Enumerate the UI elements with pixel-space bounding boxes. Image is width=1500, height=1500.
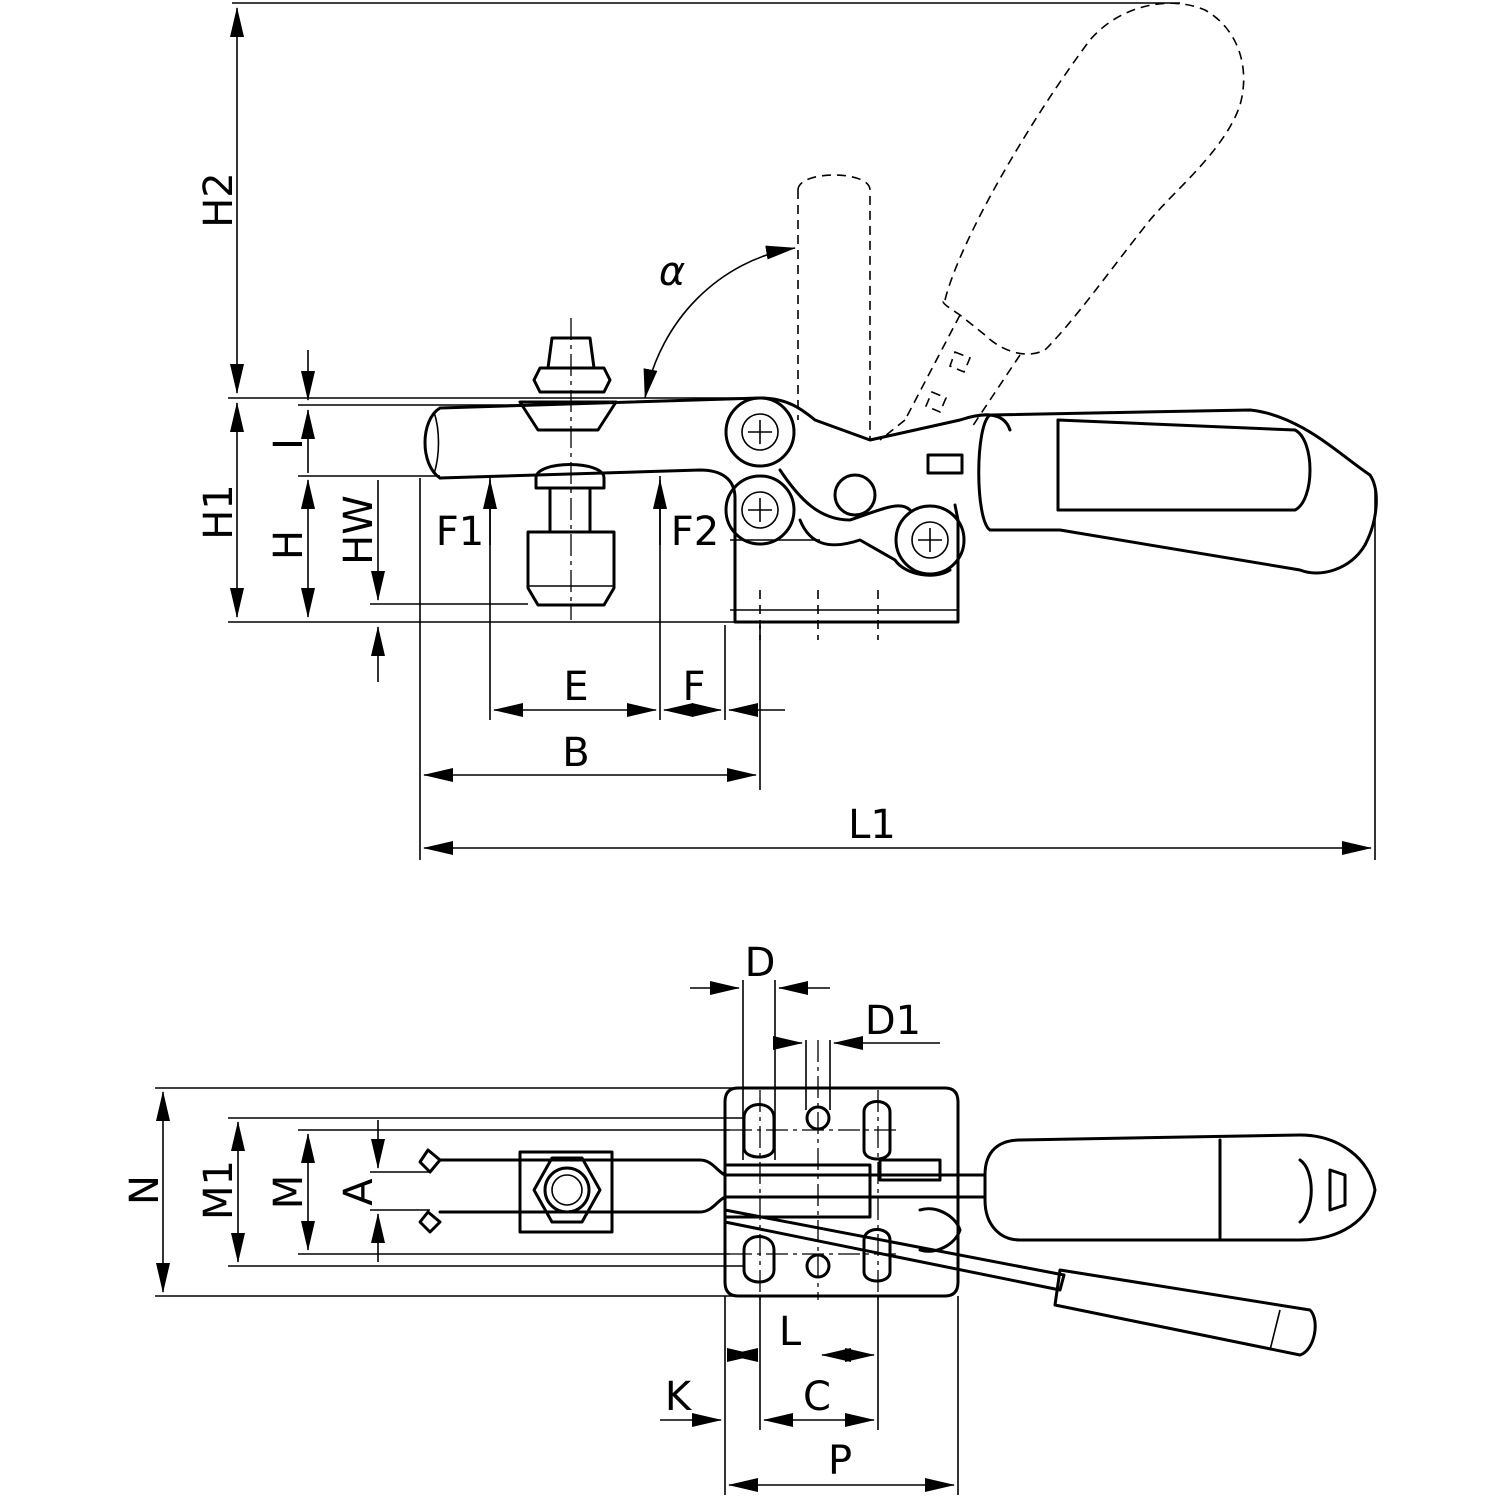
pivot-top — [724, 396, 796, 468]
label-l: L — [779, 1309, 802, 1355]
label-e: E — [563, 664, 588, 710]
pivot-right — [894, 504, 966, 576]
label-h1: H1 — [196, 484, 242, 540]
label-f1: F1 — [436, 509, 484, 555]
label-d: D — [745, 940, 776, 986]
label-m: M — [266, 1175, 312, 1210]
label-i: I — [266, 438, 312, 450]
pivot-middle — [833, 473, 877, 517]
handle-open-position — [797, 2, 1245, 441]
label-hw: HW — [336, 495, 382, 565]
label-f2: F2 — [671, 509, 719, 555]
clamp-arm — [423, 396, 1012, 577]
label-k: K — [665, 1374, 693, 1420]
label-l1: L1 — [848, 802, 896, 848]
label-p: P — [828, 1438, 852, 1484]
label-f: F — [682, 664, 705, 710]
handle-top — [983, 1133, 1377, 1242]
label-h: H — [266, 530, 312, 560]
label-alpha: α — [659, 249, 685, 295]
alpha-arc — [643, 245, 796, 399]
side-view: H2 α I H1 H HW F1 F2 E F B L1 — [196, 2, 1378, 860]
clamp-arm-top — [418, 1148, 987, 1253]
label-n: N — [122, 1175, 168, 1205]
release-lever — [723, 1208, 1317, 1357]
label-b: B — [562, 730, 589, 776]
label-c: C — [803, 1374, 831, 1420]
label-m1: M1 — [196, 1160, 242, 1220]
top-view: D D1 N M1 M A L K C P — [122, 940, 1377, 1495]
handle-closed — [926, 408, 1378, 575]
spindle-assembly — [518, 318, 618, 620]
label-a: A — [336, 1178, 382, 1206]
pivot-bottom — [724, 474, 796, 546]
label-d1: D1 — [865, 998, 921, 1044]
label-h2: H2 — [196, 172, 242, 228]
